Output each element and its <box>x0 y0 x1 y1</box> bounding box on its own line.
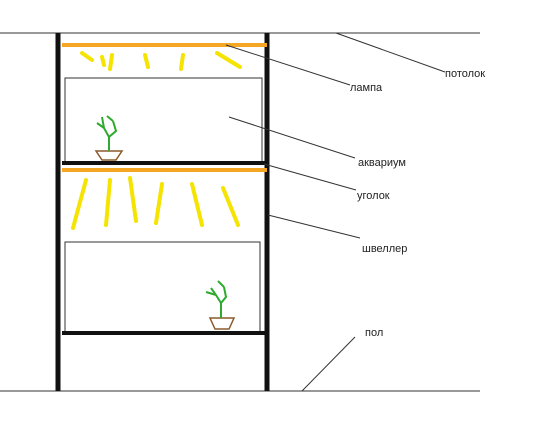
angle-label: уголок <box>357 190 390 202</box>
lower-light-rays <box>71 176 240 230</box>
channel-label: швеллер <box>362 243 407 255</box>
lamp-label: лампа <box>350 82 383 94</box>
plant-icon <box>205 280 236 330</box>
leader-lines <box>225 32 446 392</box>
ceiling-label: потолок <box>445 68 485 80</box>
plant-icon <box>94 115 124 161</box>
aquarium-label: аквариум <box>358 157 406 169</box>
upper-light-rays <box>80 51 242 71</box>
floor-label: пол <box>365 327 383 339</box>
upper-aquarium <box>64 77 263 163</box>
